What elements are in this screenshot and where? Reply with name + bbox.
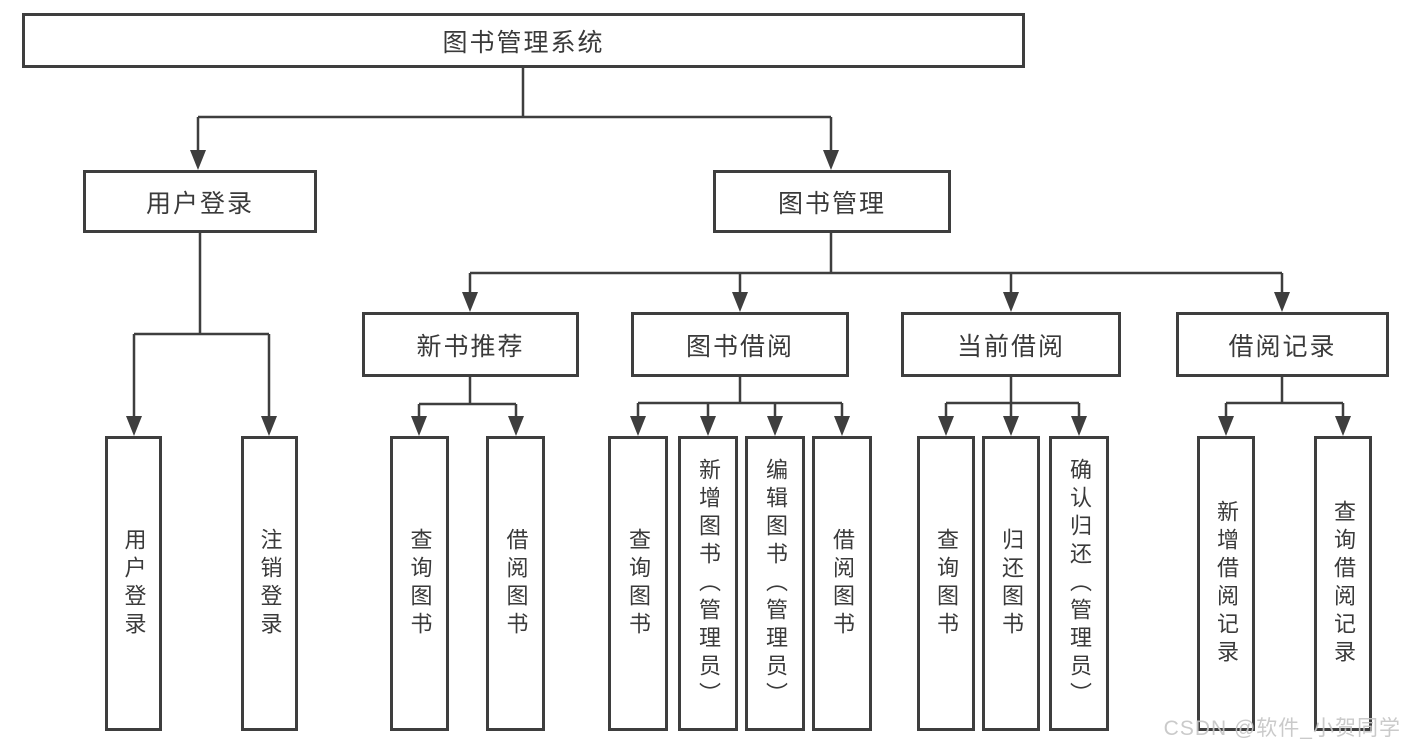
leaf-return-book: 归还图书: [982, 436, 1040, 731]
leaf-borrow-books-borrowing: 借阅图书: [812, 436, 872, 731]
leaf-query-books-recommend: 查询图书: [390, 436, 449, 731]
leaf-add-borrow-record: 新增借阅记录: [1197, 436, 1255, 731]
node-new-book-recommend: 新书推荐: [362, 312, 579, 377]
node-book-borrowing-label: 图书借阅: [685, 332, 794, 361]
leaf-query-borrow-record: 查询借阅记录: [1314, 436, 1372, 731]
leaf-return-book-label: 归还图书: [999, 527, 1024, 640]
leaf-edit-book-admin: 编辑图书（管理员）: [745, 436, 805, 731]
leaf-borrow-books-recommend-label: 借阅图书: [503, 527, 529, 640]
leaf-query-books-recommend-label: 查询图书: [407, 527, 433, 640]
node-current-borrowing-label: 当前借阅: [956, 332, 1065, 361]
node-book-borrowing: 图书借阅: [631, 312, 849, 377]
leaf-query-books-borrowing-label: 查询图书: [626, 527, 651, 640]
arrowheads: [126, 150, 1351, 436]
leaf-add-book-admin: 新增图书（管理员）: [678, 436, 738, 731]
node-library-system: 图书管理系统: [22, 13, 1025, 68]
node-user-login: 用户登录: [83, 170, 317, 233]
node-borrow-records: 借阅记录: [1176, 312, 1389, 377]
leaf-edit-book-admin-label: 编辑图书（管理员）: [763, 457, 788, 710]
leaf-confirm-return-admin: 确认归还（管理员）: [1049, 436, 1109, 731]
node-book-management: 图书管理: [713, 170, 951, 233]
node-current-borrowing: 当前借阅: [901, 312, 1121, 377]
node-new-book-recommend-label: 新书推荐: [416, 332, 525, 361]
leaf-borrow-books-recommend: 借阅图书: [486, 436, 545, 731]
leaf-logout: 注销登录: [241, 436, 298, 731]
leaf-borrow-books-borrowing-label: 借阅图书: [830, 527, 855, 640]
leaf-logout-label: 注销登录: [257, 527, 283, 640]
node-borrow-records-label: 借阅记录: [1228, 332, 1337, 361]
csdn-watermark: CSDN @软件_小贺同学: [1163, 717, 1401, 740]
leaf-user-login: 用户登录: [105, 436, 162, 731]
node-library-system-label: 图书管理系统: [442, 28, 605, 57]
leaf-user-login-label: 用户登录: [121, 527, 147, 640]
leaf-query-borrow-record-label: 查询借阅记录: [1331, 499, 1356, 668]
leaf-query-books-current-label: 查询图书: [934, 527, 959, 640]
leaf-query-books-borrowing: 查询图书: [608, 436, 668, 731]
node-user-login-label: 用户登录: [145, 189, 254, 218]
node-book-management-label: 图书管理: [777, 189, 886, 218]
leaf-add-borrow-record-label: 新增借阅记录: [1214, 499, 1239, 668]
leaf-confirm-return-admin-label: 确认归还（管理员）: [1067, 457, 1092, 710]
leaf-query-books-current: 查询图书: [917, 436, 975, 731]
leaf-add-book-admin-label: 新增图书（管理员）: [696, 457, 721, 710]
